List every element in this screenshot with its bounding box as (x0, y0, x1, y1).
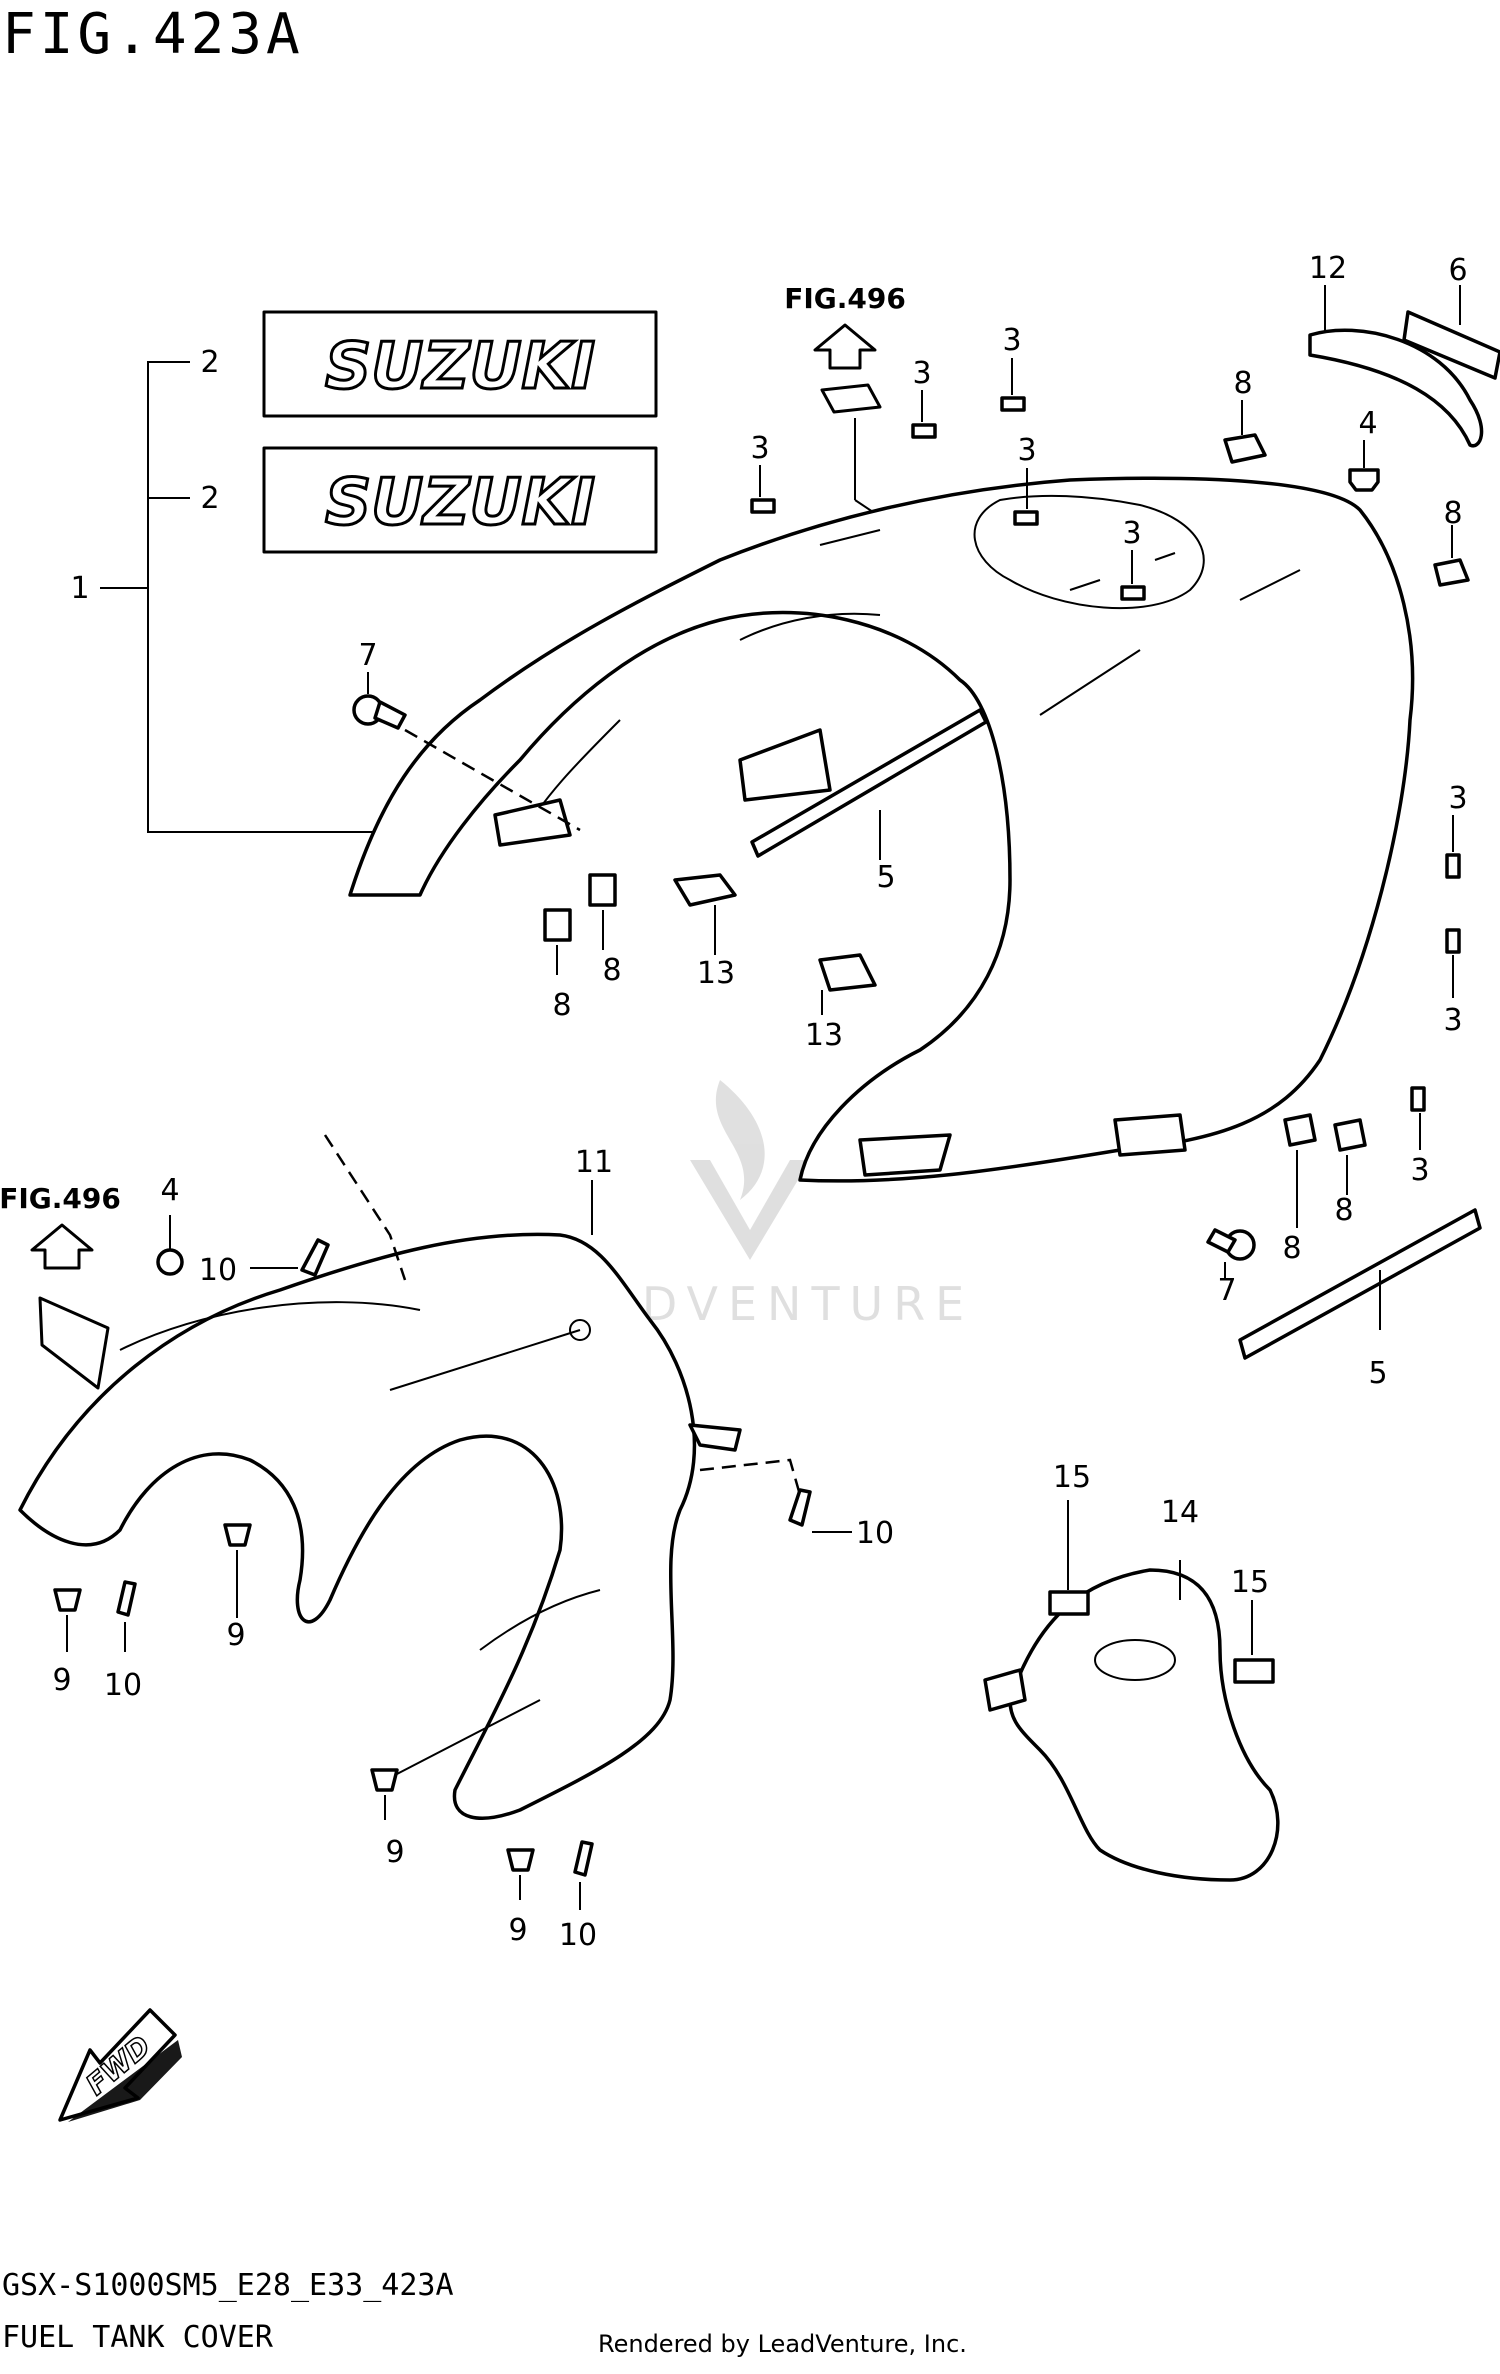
fuel-tank-cover-main (348, 476, 1415, 1183)
callout-10-c: 10 (104, 1668, 142, 1703)
callout-3-d: 3 (1017, 433, 1036, 468)
fig-496-label-top: FIG.496 (784, 282, 906, 315)
inner-cover-11 (18, 1232, 742, 1820)
callout-4-left: 4 (160, 1173, 179, 1208)
callout-8-d: 8 (602, 953, 621, 988)
fwd-direction-marker: FWD (58, 2008, 182, 2122)
screw-parts-9 (53, 1523, 541, 1900)
grommet-parts-4 (156, 440, 1380, 1276)
callout-3-f: 3 (1448, 781, 1467, 816)
sticker-part-15-b (1233, 1658, 1275, 1684)
callout-9-c: 9 (385, 1835, 404, 1870)
callout-3-e: 3 (1122, 516, 1141, 551)
callout-1: 1 (70, 571, 89, 606)
screw-parts-10 (116, 1134, 852, 1910)
seal-strip-5-left (750, 708, 988, 860)
callout-3-a: 3 (750, 431, 769, 466)
callout-6: 6 (1448, 253, 1467, 288)
callout-3-b: 3 (912, 356, 931, 391)
callout-14: 14 (1161, 1495, 1199, 1530)
suzuki-emblem-upper: SUZUKI (262, 310, 658, 418)
emblem-text-upper: SUZUKI (325, 330, 595, 404)
callout-7-left: 7 (358, 638, 377, 673)
suzuki-emblem-lower: SUZUKI (262, 446, 658, 554)
up-arrow-icon (30, 1223, 94, 1270)
callout-3-c: 3 (1002, 323, 1021, 358)
clip-parts-8 (543, 400, 1470, 1228)
callout-9-a: 9 (226, 1618, 245, 1653)
callout-9-d: 9 (508, 1913, 527, 1948)
trim-part-12 (1308, 285, 1484, 448)
callout-11: 11 (575, 1145, 613, 1180)
callout-13-b: 13 (805, 1018, 843, 1053)
seal-strip-5-right (1238, 1208, 1482, 1360)
callout-8-e: 8 (1282, 1231, 1301, 1266)
callout-labels: 1 2 2 3 3 3 3 3 3 3 3 3 4 4 5 5 6 7 7 8 … (52, 251, 1467, 1953)
label-sticker (38, 1296, 110, 1390)
callout-10-d: 10 (559, 1918, 597, 1953)
render-credit: Rendered by LeadVenture, Inc. (598, 2330, 967, 2358)
figure-title: FIG.423A (2, 2, 304, 67)
clip-parts-3 (750, 358, 1461, 1150)
callout-13-a: 13 (697, 956, 735, 991)
callout-3-g: 3 (1443, 1003, 1462, 1038)
fig-496-label-left: FIG.496 (0, 1182, 121, 1215)
callout-5-lower: 5 (1368, 1356, 1387, 1391)
up-arrow-icon (813, 323, 877, 370)
figure-name: FUEL TANK COVER (2, 2320, 273, 2355)
label-sticker (820, 383, 882, 414)
callout-8-b: 8 (1443, 496, 1462, 531)
callout-8-f: 8 (1334, 1193, 1353, 1228)
model-code: GSX-S1000SM5_E28_E33_423A (2, 2268, 454, 2303)
callout-8-a: 8 (1233, 366, 1252, 401)
callout-5-upper: 5 (876, 860, 895, 895)
bracket-part-14 (983, 1560, 1280, 1882)
callout-7-right: 7 (1217, 1273, 1236, 1308)
clip-parts-13 (673, 873, 877, 1015)
callout-4-top: 4 (1358, 406, 1377, 441)
callout-bracket-1 (100, 361, 390, 833)
callout-15-a: 15 (1053, 1460, 1091, 1495)
fig-496-reference-left[interactable]: FIG.496 (0, 1182, 121, 1390)
callout-8-c: 8 (552, 988, 571, 1023)
bolt-parts-7 (352, 672, 1256, 1280)
callout-2-upper: 2 (200, 345, 219, 380)
callout-3-h: 3 (1410, 1153, 1429, 1188)
trim-part-6 (1402, 285, 1500, 380)
callout-10-a: 10 (199, 1253, 237, 1288)
callout-10-b: 10 (856, 1516, 894, 1551)
callout-9-b: 9 (52, 1663, 71, 1698)
callout-15-b: 15 (1231, 1565, 1269, 1600)
callout-12: 12 (1309, 251, 1347, 286)
callout-2-lower: 2 (200, 481, 219, 516)
emblem-text-lower: SUZUKI (325, 466, 595, 540)
sticker-part-15-a (1048, 1590, 1090, 1616)
